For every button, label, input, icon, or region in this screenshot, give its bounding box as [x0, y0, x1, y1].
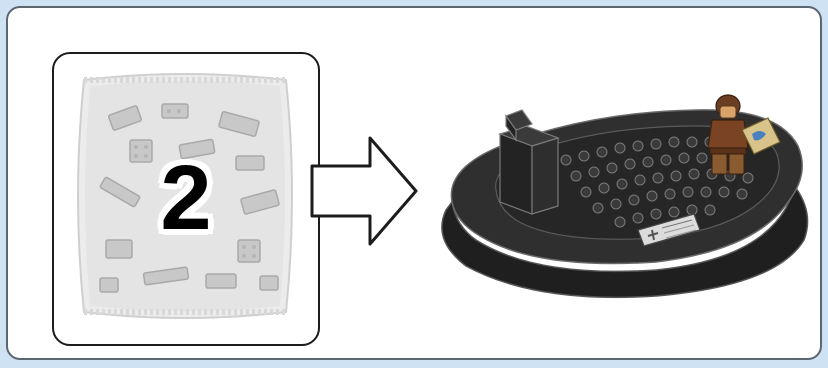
- instruction-frame: 2: [6, 6, 822, 360]
- bag-number: 2: [54, 152, 318, 244]
- right-arrow-icon: [308, 134, 420, 248]
- display-stand-model: [426, 90, 812, 302]
- bag-callout-box: 2: [52, 52, 320, 346]
